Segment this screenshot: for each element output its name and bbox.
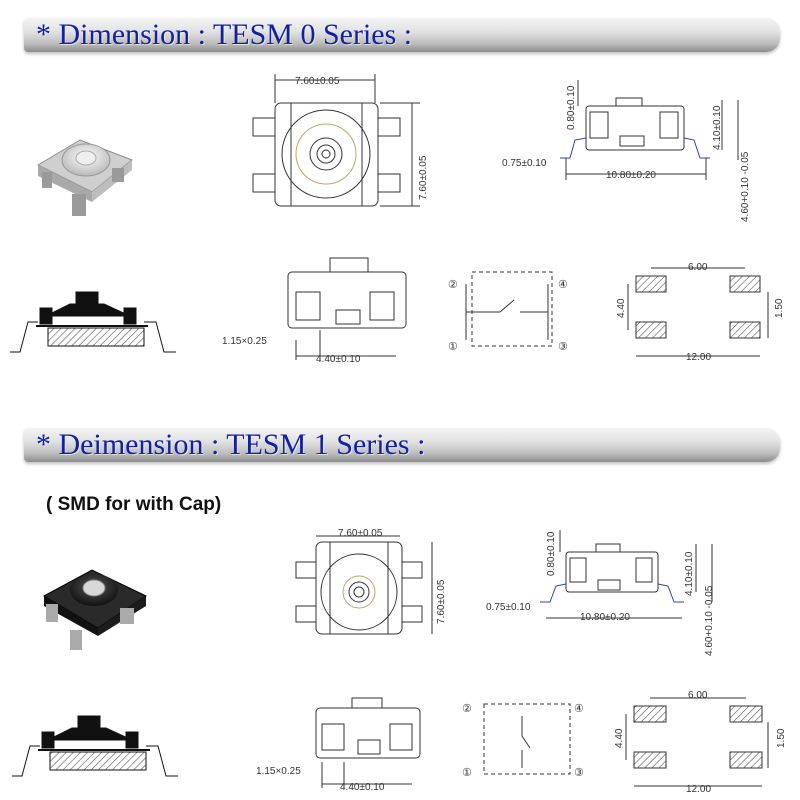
pad-layout-tesm1: [625, 697, 769, 787]
dim-side-height-tesm0: 4.10±0.10: [712, 105, 723, 150]
schematic-tesm1: [483, 703, 571, 775]
pin-4-tesm0: ④: [558, 279, 568, 291]
tesm1-drawings: 7.60±0.05 7.60±0.05 0.80±0.10 4.10±0.10 …: [12, 528, 787, 795]
tesm0-drawings: 7.60±0.05 7.60±0.05 0.80±0.10 4.10±0.10 …: [10, 74, 785, 365]
dim-front-leg-tesm0: 1.15×0.25: [222, 336, 267, 347]
pad-pitch-tesm0: 6.00: [688, 262, 708, 273]
product-photo-tesm1: [42, 569, 148, 650]
pad-width-tesm1: 1.50: [776, 728, 787, 748]
pad-total-tesm0: 12.00: [686, 352, 711, 363]
dim-side-leg-tesm1: 0.75±0.10: [486, 602, 531, 613]
dim-width-tesm1: 7.60±0.05: [338, 528, 383, 539]
pin-3-tesm0: ③: [558, 341, 568, 353]
pad-height-tesm1: 4.40: [614, 728, 625, 748]
dim-side-total-tesm0: 4.60+0.10 -0.05: [740, 151, 751, 222]
top-view-tesm0: [252, 74, 420, 207]
dim-front-pitch-tesm0: 4.40±0.10: [316, 354, 361, 365]
dim-side-height-tesm1: 4.10±0.10: [684, 551, 695, 596]
side-view-tesm1: [540, 530, 713, 619]
section-subtitle-tesm1: ( SMD for with Cap): [46, 494, 222, 515]
pin-1-tesm0: ①: [448, 341, 458, 353]
pin-3-tesm1: ③: [574, 767, 584, 779]
dim-side-top-tesm0: 0.80±0.10: [566, 85, 577, 130]
section-title-tesm0: * Dimension : TESM 0 Series :: [36, 18, 413, 51]
front-view-tesm1: [315, 697, 421, 788]
dim-side-length-tesm1: 10.80±0.20: [580, 612, 630, 623]
dim-width-tesm0: 7.60±0.05: [295, 76, 340, 87]
section-title-tesm1: * Deimension : TESM 1 Series :: [36, 428, 426, 461]
pin-2-tesm1: ②: [462, 703, 472, 715]
schematic-tesm0: [465, 271, 553, 347]
pin-4-tesm1: ④: [574, 703, 584, 715]
pad-height-tesm0: 4.40: [616, 298, 627, 318]
section-banner-tesm0: [24, 18, 780, 52]
dim-height-tesm1: 7.60±0.05: [436, 579, 447, 624]
cross-section-tesm0: [10, 291, 176, 353]
side-view-tesm0: [560, 80, 739, 180]
pin-1-tesm1: ①: [462, 767, 472, 779]
dim-side-total-tesm1: 4.60+0.10 -0.05: [704, 585, 715, 656]
section-banner-tesm1: [24, 428, 780, 462]
pin-2-tesm0: ②: [448, 279, 458, 291]
top-view-tesm1: [295, 535, 433, 635]
dim-front-leg-tesm1: 1.15×0.25: [256, 766, 301, 777]
dim-front-pitch-tesm1: 4.40±0.10: [340, 782, 385, 793]
dim-side-top-tesm1: 0.80±0.10: [546, 531, 557, 576]
cross-section-tesm1: [12, 715, 178, 777]
dim-height-tesm0: 7.60±0.05: [418, 155, 429, 200]
front-view-tesm0: [287, 257, 407, 360]
pad-total-tesm1: 12.00: [686, 784, 711, 795]
dim-side-length-tesm0: 10.80±0.20: [606, 170, 656, 181]
product-photo-tesm0: [36, 139, 133, 216]
pad-width-tesm0: 1.50: [774, 298, 785, 318]
pad-layout-tesm0: [627, 267, 769, 357]
dim-side-leg-tesm0: 0.75±0.10: [502, 158, 547, 169]
pad-pitch-tesm1: 6.00: [688, 690, 708, 701]
